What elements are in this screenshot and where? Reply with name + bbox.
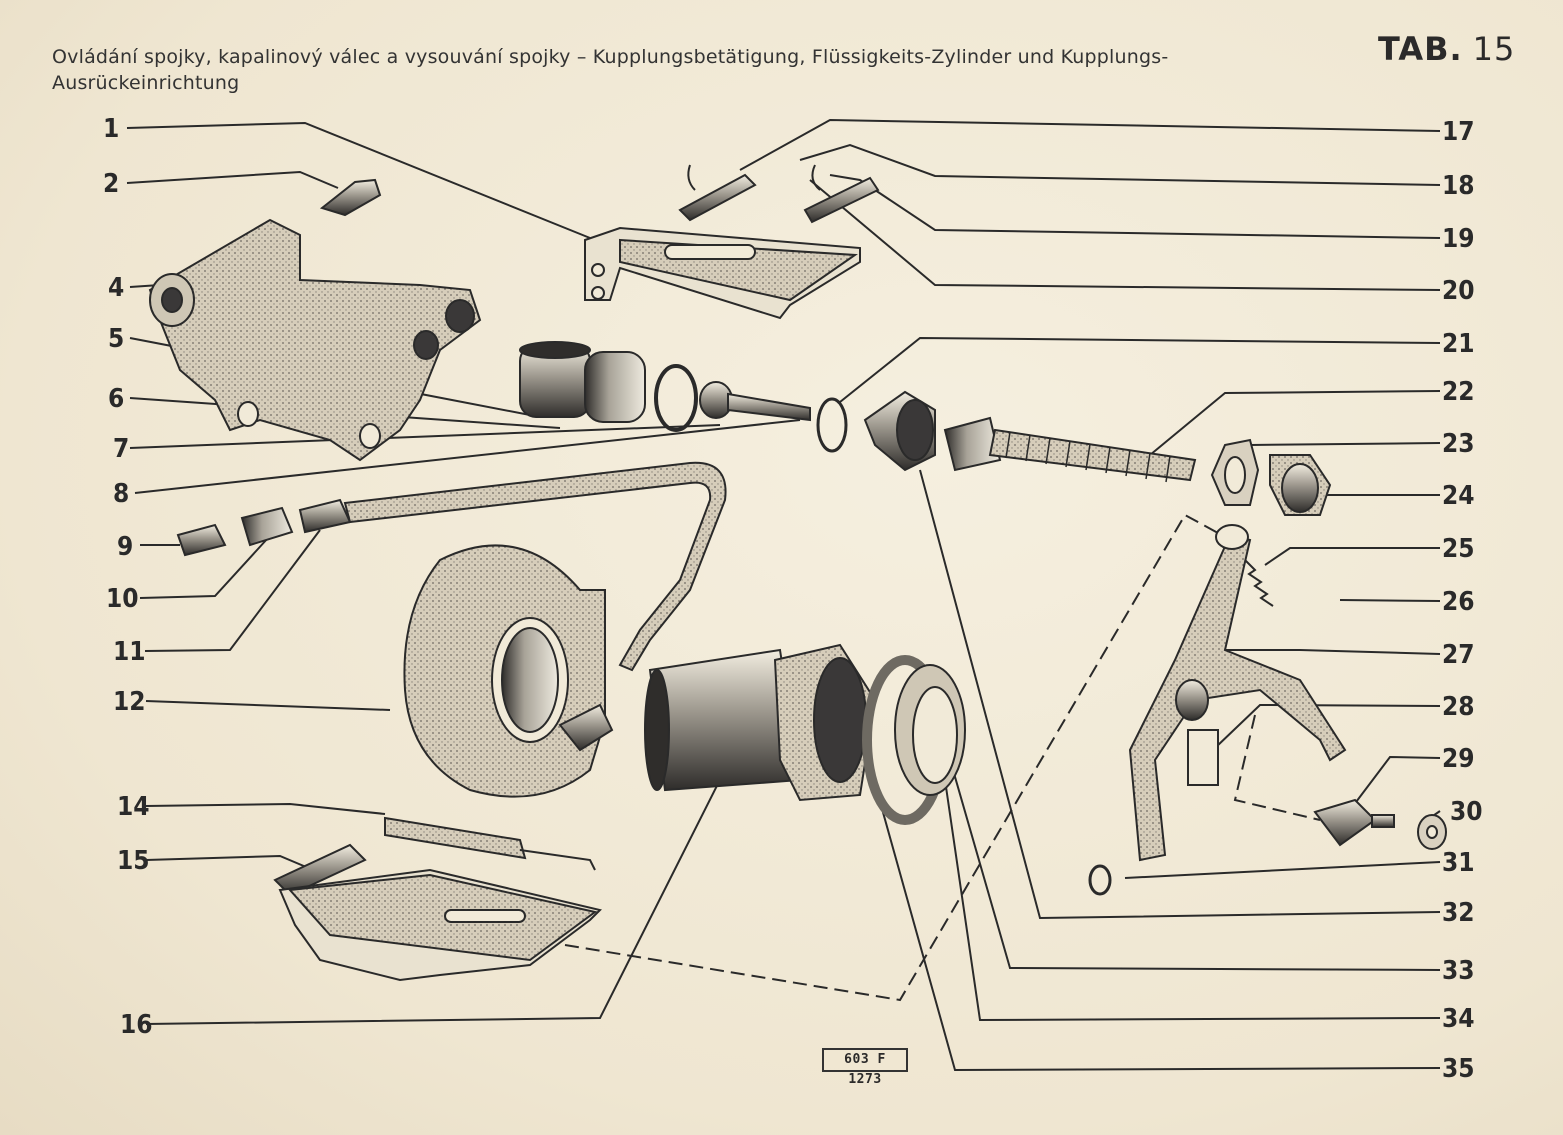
clutch-cover — [403, 544, 614, 798]
callout-labels: 1 2 4 5 6 7 8 9 10 11 12 14 15 16 17 18 … — [103, 114, 1483, 1084]
callout-25: 25 — [1442, 534, 1475, 564]
clutch-pedal — [273, 816, 602, 982]
callout-17: 17 — [1442, 117, 1475, 147]
leader-23 — [1249, 442, 1441, 446]
leader-28 — [1214, 703, 1441, 749]
assembly-dashed-lines — [564, 513, 1321, 1002]
tab-number: 15 — [1472, 30, 1516, 68]
leader-7 — [129, 424, 721, 449]
piston-assembly — [519, 341, 811, 432]
slave-assembly — [816, 390, 1197, 483]
callout-28: 28 — [1442, 692, 1475, 722]
callout-8: 8 — [113, 479, 129, 509]
callout-27: 27 — [1442, 640, 1475, 670]
pedal-pins — [678, 164, 880, 224]
leader-17 — [739, 118, 1441, 171]
pivot-hardware — [1088, 798, 1447, 896]
callout-19: 19 — [1442, 224, 1475, 254]
bleeder-screw — [319, 178, 382, 217]
callout-14: 14 — [117, 792, 150, 822]
callout-2: 2 — [103, 169, 119, 199]
callout-20: 20 — [1442, 276, 1475, 306]
callout-31: 31 — [1442, 848, 1475, 878]
callout-29: 29 — [1442, 744, 1475, 774]
leader-26 — [1339, 599, 1441, 602]
release-fork — [1128, 524, 1347, 862]
callout-24: 24 — [1442, 481, 1475, 511]
leader-8 — [134, 419, 801, 494]
callout-26: 26 — [1442, 587, 1475, 617]
pedal-bracket — [584, 226, 861, 320]
leader-22 — [1149, 390, 1441, 456]
leader-25 — [1264, 547, 1440, 566]
leader-31 — [1124, 861, 1441, 879]
leader-12 — [145, 700, 391, 711]
callout-9: 9 — [117, 532, 133, 562]
leader-34 — [944, 779, 1441, 1022]
leader-19 — [829, 174, 1441, 239]
leader-27 — [1205, 649, 1441, 655]
leader-15 — [145, 854, 319, 873]
drawing-number-stamp: 603 F 1273 — [822, 1048, 908, 1087]
leader-1 — [126, 121, 596, 241]
callout-7: 7 — [113, 434, 129, 464]
callout-22: 22 — [1442, 377, 1475, 407]
master-cylinder — [148, 218, 482, 462]
callout-16: 16 — [120, 1010, 153, 1040]
release-bearing — [644, 643, 966, 825]
leader-16 — [145, 739, 741, 1025]
leader-lines — [126, 118, 1441, 1072]
callout-1: 1 — [103, 114, 119, 144]
leader-18 — [799, 143, 1441, 186]
leader-11 — [144, 529, 321, 652]
leader-21 — [839, 336, 1441, 403]
callout-33: 33 — [1442, 956, 1475, 986]
table-number: TAB.15 — [1378, 30, 1515, 68]
callout-18: 18 — [1442, 171, 1475, 201]
callout-6: 6 — [108, 384, 124, 414]
leader-14 — [145, 802, 386, 815]
callout-23: 23 — [1442, 429, 1475, 459]
dashed-fork-to-pin — [1233, 714, 1321, 821]
callout-11: 11 — [113, 637, 146, 667]
leader-20 — [809, 179, 1441, 291]
callout-4: 4 — [108, 273, 124, 303]
dashed-pedal-to-fork — [564, 513, 1241, 1002]
leader-2 — [126, 170, 339, 189]
leader-29 — [1349, 755, 1441, 811]
callout-32: 32 — [1442, 898, 1475, 928]
callout-30: 30 — [1450, 797, 1483, 827]
fork-spring — [1244, 559, 1274, 607]
tab-label: TAB. — [1378, 30, 1463, 68]
callout-10: 10 — [106, 584, 139, 614]
callout-12: 12 — [113, 687, 146, 717]
callout-34: 34 — [1442, 1004, 1475, 1034]
hydraulic-line — [176, 461, 727, 672]
washer-and-nut — [1210, 438, 1332, 516]
callout-21: 21 — [1442, 329, 1475, 359]
callout-15: 15 — [117, 846, 150, 876]
leader-33 — [929, 689, 1441, 971]
callout-35: 35 — [1442, 1054, 1475, 1084]
leader-35 — [859, 729, 1441, 1072]
leader-32 — [919, 469, 1441, 920]
callout-5: 5 — [108, 324, 124, 354]
page-title: Ovládání spojky, kapalinový válec a vyso… — [52, 46, 1169, 94]
leader-10 — [139, 537, 269, 599]
